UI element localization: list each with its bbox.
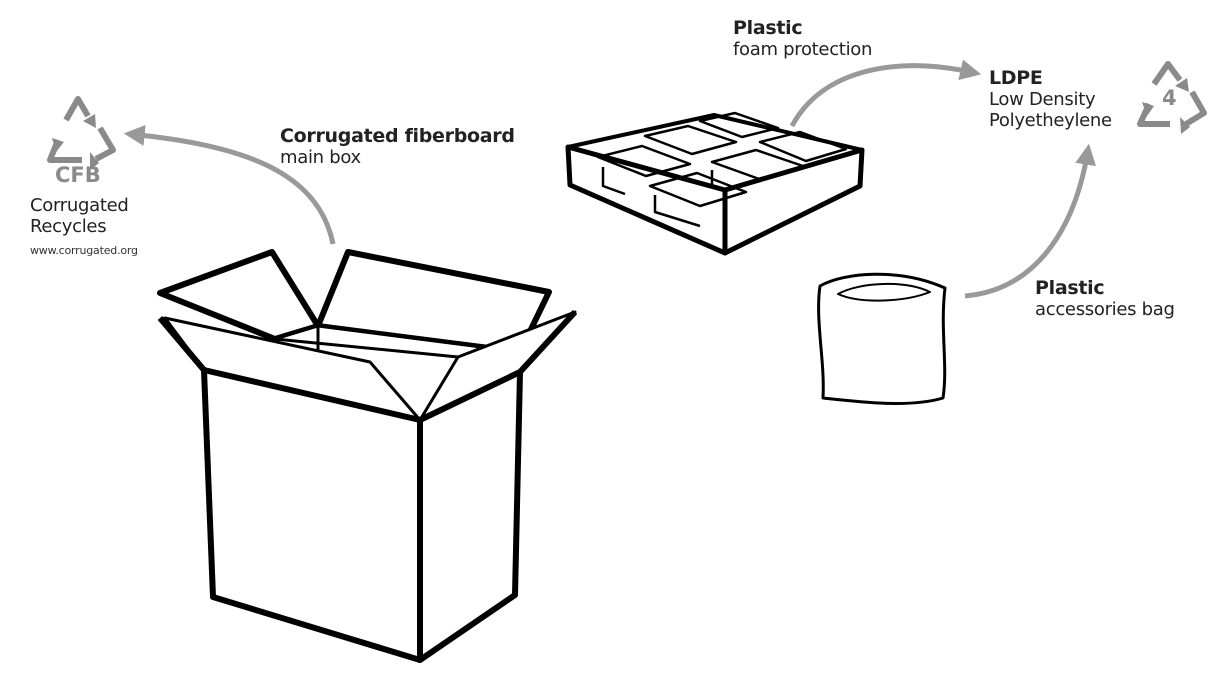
cfb-url: www.corrugated.org	[30, 244, 138, 257]
accessories-bag-drawing	[817, 272, 947, 405]
foam-title: Plastic	[733, 17, 803, 39]
arrow-foam-to-ldpe	[789, 59, 982, 128]
ldpe-title: LDPE	[989, 67, 1043, 89]
corrugated-box-drawing	[157, 249, 578, 663]
box-subtitle: main box	[280, 147, 361, 168]
box-title: Corrugated fiberboard	[280, 125, 515, 147]
bag-title: Plastic	[1035, 277, 1105, 299]
ldpe-line2: Polyetheylene	[989, 110, 1112, 131]
cfb-recycle-icon	[47, 96, 116, 163]
cfb-line1: Corrugated	[30, 195, 129, 216]
cfb-code: CFB	[55, 163, 101, 187]
foam-subtitle: foam protection	[733, 39, 873, 60]
foam-protection-drawing	[565, 111, 865, 256]
arrow-box-to-cfb	[123, 125, 336, 245]
arrow-bag-to-ldpe	[964, 143, 1097, 299]
ldpe-code: 4	[1162, 86, 1177, 110]
cfb-recycle-label: Corrugated Recycles www.corrugated.org	[30, 195, 170, 261]
box-label: Corrugated fiberboard main box	[280, 125, 515, 169]
cfb-line2: Recycles	[30, 216, 107, 237]
ldpe-label: LDPE Low Density Polyetheylene	[989, 67, 1112, 132]
ldpe-line1: Low Density	[989, 89, 1096, 110]
bag-subtitle: accessories bag	[1035, 299, 1175, 320]
foam-label: Plastic foam protection	[733, 17, 873, 61]
bag-label: Plastic accessories bag	[1035, 277, 1175, 321]
